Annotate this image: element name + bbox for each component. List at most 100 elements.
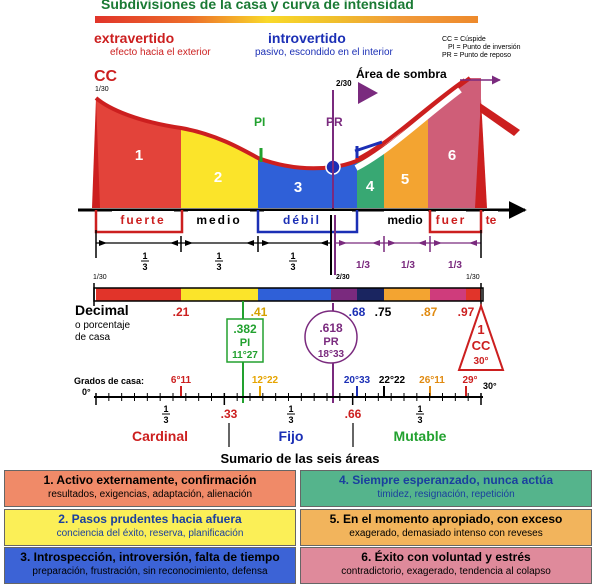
decimal-041: .41: [251, 305, 268, 319]
cc-spike-left: [92, 98, 100, 208]
summary-area-subtitle: exagerado, demasiado intenso con reveses: [349, 528, 543, 539]
intensity-gradient-bar: [95, 16, 478, 23]
decimal-segment-2: [181, 288, 258, 301]
decimal-segment-8: [466, 288, 481, 301]
pr-circle: [304, 310, 358, 364]
summary-area-2: 2. Pasos prudentes hacia afuera concienci…: [4, 509, 296, 546]
debil-bracket: [256, 210, 359, 234]
legend-pi: PI = Punto de inversión: [448, 44, 521, 51]
area-3-label: 3: [294, 179, 302, 196]
third-2-num: 1: [216, 251, 221, 261]
cc-triangle: [457, 302, 505, 371]
decimal-075: .75: [375, 305, 392, 319]
pr-label: PR: [326, 115, 343, 129]
pr-frac: 2/30: [336, 79, 352, 88]
decimal-087: .87: [421, 305, 438, 319]
decimal-frac-mid: 2/30: [336, 274, 350, 281]
marker-033: .33: [221, 407, 238, 421]
shadow-stripe-2: [355, 78, 467, 162]
grados-22-22: 22°22: [379, 375, 406, 386]
deg-third-2-num: 1: [288, 404, 293, 414]
area-6-fill: [428, 78, 481, 208]
area-6-label: 6: [448, 147, 456, 164]
summary-area-subtitle: resultados, exigencias, adaptación, alie…: [47, 489, 253, 500]
third-2-den: 3: [216, 262, 221, 272]
cc-triangle-num: 1: [477, 322, 484, 337]
area-sombra-label: Área de sombra: [356, 66, 447, 81]
medio2-bg: [384, 211, 428, 227]
legend-pr: PR = Punto de reposo: [442, 52, 511, 59]
cc-spike-right: [475, 99, 487, 208]
summary-area-subtitle: preparación, frustración, sin reconocimi…: [32, 566, 268, 577]
diagram-title: Subdivisiones de la casa y curva de inte…: [101, 0, 414, 12]
decimal-segment-7: [430, 288, 466, 301]
summary-area-1: 1. Activo externamente, confirmación resu…: [4, 470, 296, 507]
decimal-values: .21 .41 .68 .75 .87 .97: [173, 305, 475, 319]
degree-ticks: [95, 393, 482, 405]
summary-area-title: 2. Pasos prudentes hacia afuera: [58, 512, 242, 526]
extravertido-sub: efecto hacia el exterior: [110, 47, 211, 58]
cc-frac: 1/30: [95, 86, 109, 93]
cc-triangle-degrees: 30°: [473, 356, 488, 367]
grados-26-11: 26°11: [419, 375, 445, 386]
summary-area-title: 1. Activo externamente, confirmación: [43, 473, 257, 487]
fuerte2-bracket: [428, 210, 483, 234]
decimal-sub2: de casa: [75, 332, 110, 343]
shadow-third-3: 1/3: [448, 260, 462, 271]
grados-end: 30°: [483, 381, 497, 391]
mutable-label: Mutable: [394, 428, 447, 444]
fijo-label: Fijo: [279, 428, 304, 444]
intensity-curve-areas: [96, 78, 481, 208]
summary-area-title: 6. Éxito con voluntad y estrés: [361, 550, 531, 564]
grados-12-22: 12°22: [252, 375, 279, 386]
pr-decimal: .618: [319, 321, 343, 335]
grados-6-11: 6°11: [171, 375, 192, 386]
summary-area-subtitle: contradictorio, exagerado, tendencia al …: [341, 566, 551, 577]
extravertido-label: extravertido: [94, 30, 174, 46]
summary-area-title: 4. Siempre esperanzado, nunca actúa: [338, 473, 554, 487]
summary-area-subtitle: conciencia del éxito, reserva, planifica…: [56, 528, 244, 539]
band-te: te: [486, 213, 497, 227]
area-5-label: 5: [401, 171, 409, 188]
cc-label: CC: [94, 68, 118, 85]
decimal-sub1: o porcentaje: [75, 320, 130, 331]
fuerte-bracket: [94, 210, 184, 234]
decimal-segment-6: [384, 288, 430, 301]
pi-decimal: .382: [233, 322, 257, 336]
decimal-segment-3: [258, 288, 331, 301]
summary-title: Sumario de las seis áreas: [220, 451, 380, 466]
decimal-segment-1: [96, 288, 181, 301]
legend-cc: CC = Cúspide: [442, 36, 486, 43]
third-3-num: 1: [290, 251, 295, 261]
cc-spike-right-tail: [480, 103, 520, 136]
cardinal-label: Cardinal: [132, 428, 188, 444]
decimal-segment-5: [357, 288, 384, 301]
deg-third-1-num: 1: [163, 404, 168, 414]
decimal-label: Decimal: [75, 302, 129, 318]
grados-label: Grados de casa:: [74, 376, 144, 386]
shadow-thirds-labels: 1/3 1/3 1/3: [356, 260, 462, 271]
te-bg: [484, 211, 498, 227]
third-1-num: 1: [142, 251, 147, 261]
decimal-097: .97: [458, 305, 475, 319]
shadow-third-2: 1/3: [401, 260, 415, 271]
deg-third-2-den: 3: [288, 415, 293, 425]
pi-box: [226, 318, 264, 363]
summary-area-3: 3. Introspección, introversión, falta de…: [4, 547, 296, 584]
area-2-label: 2: [214, 169, 222, 186]
degree-markers: [180, 386, 467, 397]
deg-third-3-den: 3: [417, 415, 422, 425]
pr-degrees: 18°33: [318, 349, 345, 360]
pi-label: PI: [254, 115, 265, 129]
third-1-den: 3: [142, 262, 147, 272]
degree-thirds-labels: 1 3 1 3 1 3: [162, 404, 424, 425]
thirds-labels: 1 3 1 3 1 3: [141, 251, 297, 272]
area-1-label: 1: [135, 147, 143, 164]
summary-area-6: 6. Éxito con voluntad y estrés contradict…: [300, 547, 592, 584]
decimal-frac-right: 1/30: [466, 274, 480, 281]
band-debil: débil: [283, 213, 321, 227]
band-medio2: medio: [387, 213, 422, 227]
area-sombra-flag: [358, 82, 378, 104]
